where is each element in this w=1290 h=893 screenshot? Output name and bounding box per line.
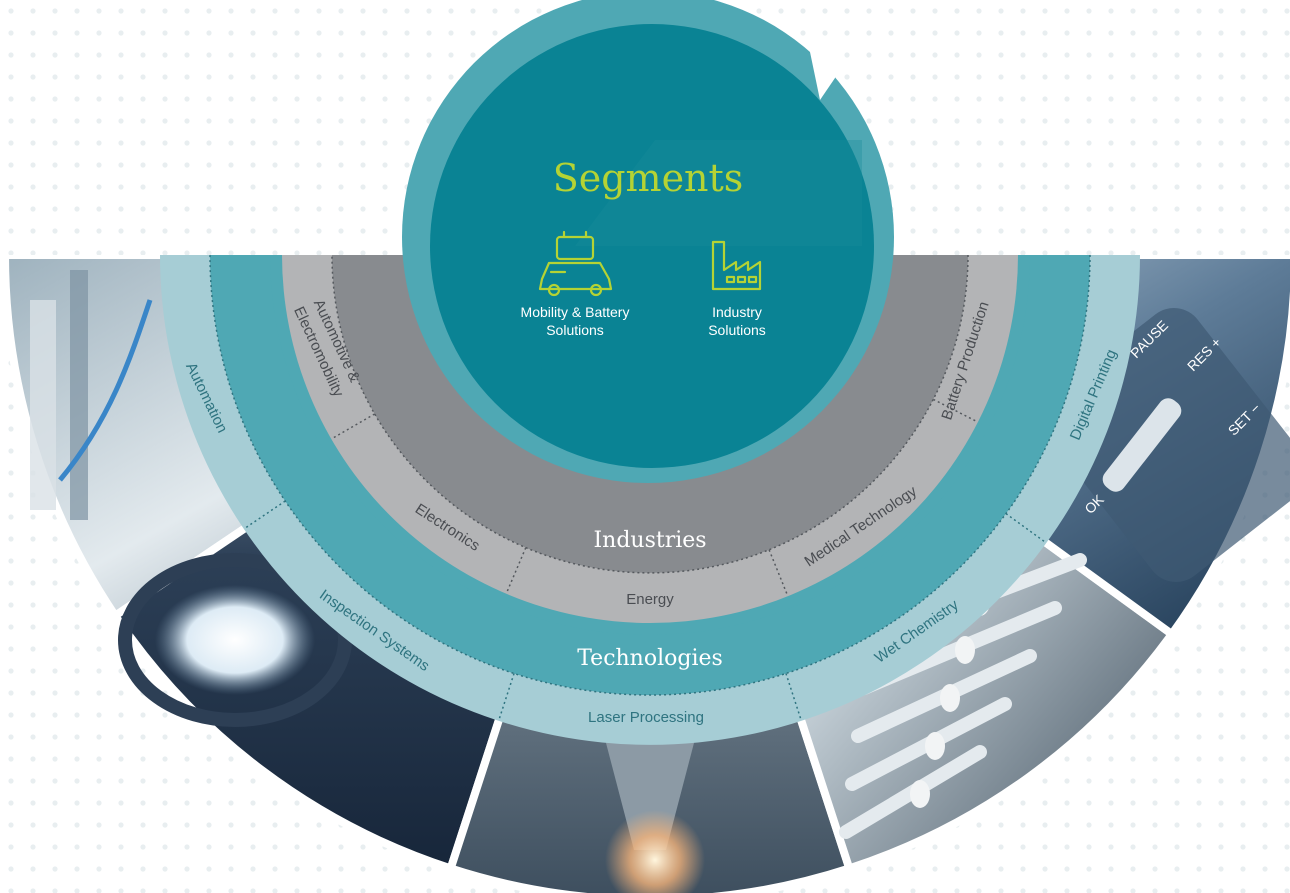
segments-inner-disc (430, 24, 874, 468)
industry-label-energy: Energy (626, 591, 674, 608)
industry-divider (932, 398, 979, 423)
technology-divider (785, 673, 803, 722)
technology-inner-dotted-arc (209, 254, 1091, 696)
inspection-ring-shape (118, 553, 352, 727)
factory-icon (711, 240, 762, 291)
technology-divider (497, 673, 515, 722)
laser-spark-shape (605, 810, 705, 893)
wet-chemistry-wheel-shape (955, 636, 975, 664)
industry-divider (768, 549, 789, 597)
car-battery-icon (538, 230, 613, 297)
wet-chemistry-wheel-shape (925, 732, 945, 760)
automation-hose-shape (58, 299, 153, 482)
segments-title: Segments (553, 156, 744, 200)
segments-highlight-shape (575, 140, 862, 246)
wet-chemistry-wheel-shape (910, 780, 930, 808)
segment-label-industry-line1: Industry (712, 304, 762, 320)
wet-chemistry-wheel-shape (940, 684, 960, 712)
technology-label-laser-processing: Laser Processing (588, 709, 704, 726)
segment-label-industry-line2: Solutions (708, 322, 766, 338)
technologies-band-mid (210, 255, 1090, 695)
segment-label-mobility-line1: Mobility & Battery (521, 304, 630, 320)
segments-circle: Segments Mobility & Battery Solutions In… (402, 0, 894, 483)
control-toggle-shape (1102, 398, 1182, 492)
technology-divider (243, 500, 286, 530)
technologies-title: Technologies (577, 646, 723, 671)
industries-dotted-arc (331, 254, 969, 574)
technology-divider (1005, 513, 1047, 544)
technologies-band-light (160, 255, 1140, 745)
automation-post-shape (70, 270, 88, 520)
segment-label-mobility-line2: Solutions (546, 322, 604, 338)
industries-title: Industries (593, 528, 706, 553)
industry-divider (330, 413, 375, 440)
laser-nozzle-shape (600, 720, 700, 850)
inspection-light-shape (155, 585, 315, 695)
segments-ring-gap (810, 30, 836, 100)
industry-divider (505, 547, 527, 595)
automation-rail-shape (30, 300, 56, 510)
